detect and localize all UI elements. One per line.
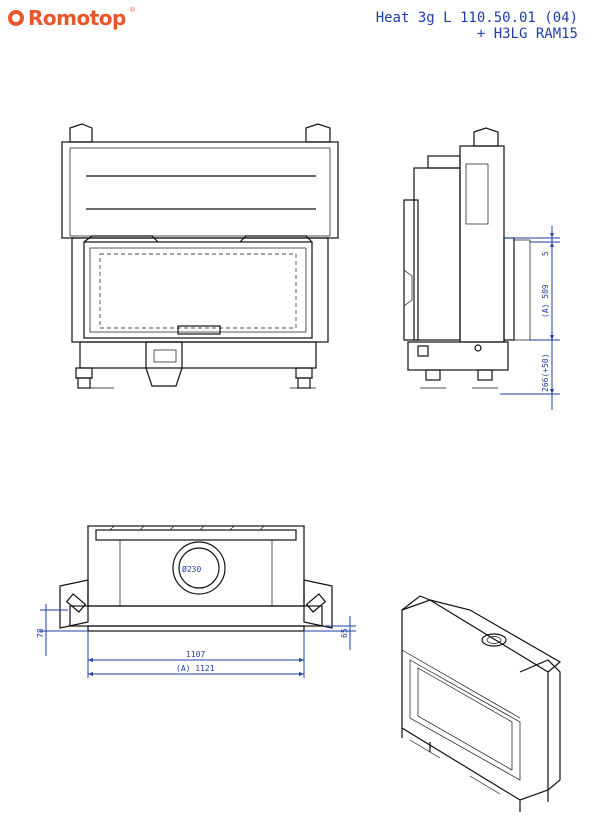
width-inner: 1107: [186, 650, 205, 659]
isometric-view: [401, 595, 562, 812]
model-line-2: + H3LG RAM15: [476, 26, 578, 42]
side-view: [403, 127, 560, 410]
brand-name: Romotop: [28, 6, 126, 30]
front-view: [61, 123, 339, 389]
top-dim-right: 65: [340, 628, 349, 638]
model-line-1: Heat 3g L 110.50.01 (04): [375, 10, 578, 26]
side-dim-bottom: 266(+50): [541, 353, 550, 392]
side-dim-top: 5: [541, 251, 550, 256]
logo-icon: [8, 10, 24, 26]
width-outer: (A) 1121: [176, 664, 215, 673]
top-dim-left: 78: [36, 628, 45, 638]
brand-logo: Romotop ®: [8, 6, 135, 30]
side-dim-height: (A) 509: [541, 284, 550, 318]
brand-registered-mark: ®: [129, 6, 136, 14]
top-view: [40, 525, 356, 678]
model-title: Heat 3g L 110.50.01 (04)+ H3LG RAM15: [376, 10, 578, 42]
flue-diameter: Ø230: [182, 564, 201, 574]
